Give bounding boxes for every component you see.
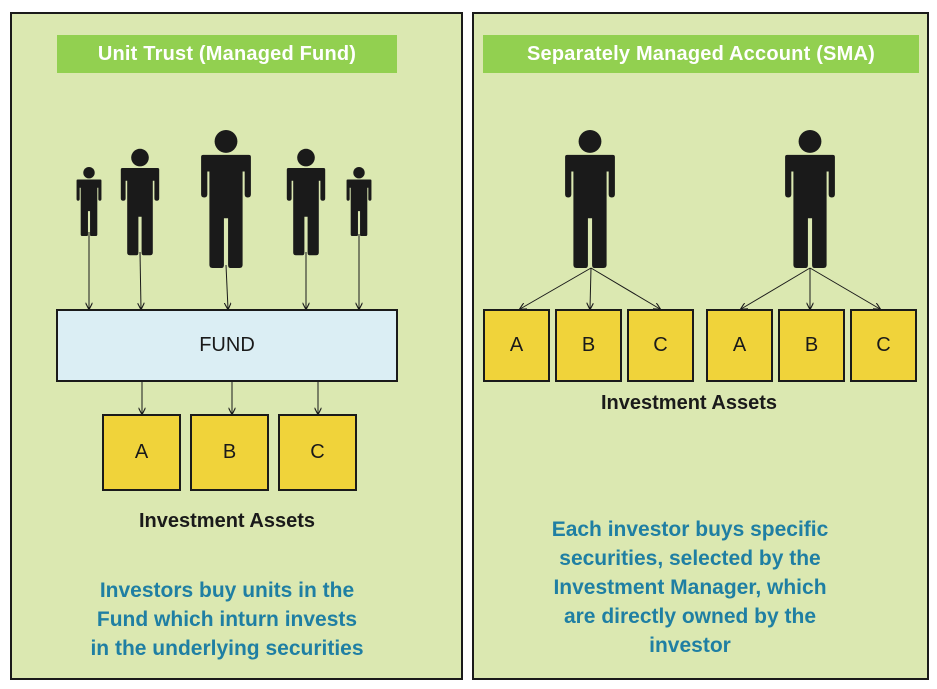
- description-line: Each investor buys specific: [551, 518, 829, 541]
- sma2-asset-box-b: B: [778, 309, 845, 382]
- fund-box: FUND: [56, 309, 398, 382]
- sma2-asset-box-a: A: [706, 309, 773, 382]
- person-icon: [120, 148, 160, 256]
- sma1-asset-box-c: C: [627, 309, 694, 382]
- sma2-asset-box-c: C: [850, 309, 917, 382]
- sma-description: Each investor buys specific securities, …: [500, 515, 880, 660]
- description-line: Fund which inturn invests: [96, 608, 358, 631]
- description-line: investor: [649, 634, 731, 657]
- arrow-investor-3-fund: [226, 264, 228, 309]
- person-icon: [76, 167, 102, 236]
- sma1-asset-box-b: B: [555, 309, 622, 382]
- person-icon: [201, 130, 251, 268]
- person-icon: [565, 130, 615, 268]
- description-line: securities, selected by the: [559, 547, 821, 570]
- asset-box-a: A: [102, 414, 181, 491]
- investment-assets-label: Investment Assets: [139, 510, 315, 532]
- arrow-sma1-asset-c: [590, 267, 660, 309]
- unit-trust-title: Unit Trust (Managed Fund): [57, 35, 397, 73]
- asset-box-b: B: [190, 414, 269, 491]
- sma-title: Separately Managed Account (SMA): [483, 35, 919, 73]
- arrow-sma1-asset-a: [520, 267, 592, 309]
- person-icon: [785, 130, 835, 268]
- person-icon: [346, 167, 372, 236]
- unit-trust-description: Investors buy units in the Fund which in…: [40, 576, 414, 663]
- sma-investment-assets-label: Investment Assets: [601, 392, 777, 414]
- sma1-asset-box-a: A: [483, 309, 550, 382]
- description-line: are directly owned by the: [563, 605, 817, 628]
- description-line: Investors buy units in the: [99, 579, 355, 602]
- arrow-sma2-asset-c: [809, 267, 880, 309]
- asset-box-c: C: [278, 414, 357, 491]
- arrow-investor-2-fund: [140, 251, 141, 309]
- person-icon: [286, 148, 326, 256]
- description-line: in the underlying securities: [90, 637, 364, 660]
- arrow-sma2-asset-a: [741, 267, 811, 309]
- arrow-sma1-asset-b: [590, 267, 591, 309]
- description-line: Investment Manager, which: [553, 576, 827, 599]
